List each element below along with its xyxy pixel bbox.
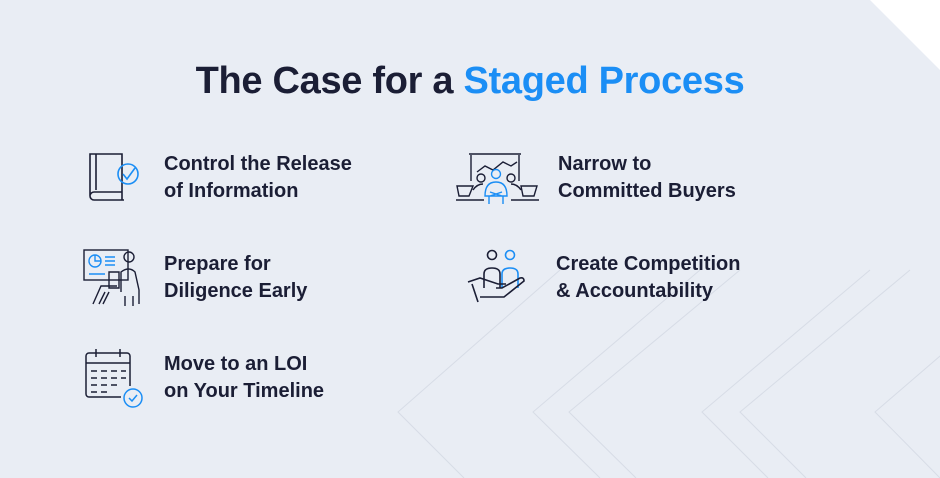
benefit-control-release: Control the Release of Information — [80, 148, 352, 208]
text: Move to an LOI — [164, 353, 308, 375]
text: Committed Buyers — [558, 180, 736, 202]
presentation-audience-icon — [454, 148, 540, 208]
benefit-narrow-buyers: Narrow to Committed Buyers — [454, 148, 736, 208]
presenter-dashboard-icon — [80, 248, 144, 308]
corner-accent — [870, 0, 940, 70]
benefit-label: Narrow to Committed Buyers — [558, 151, 736, 205]
text: Staged Process — [463, 60, 745, 102]
text: on Your Timeline — [164, 380, 325, 402]
text: & Accountability — [556, 280, 714, 302]
benefit-move-to-loi: Move to an LOI on Your Timeline — [80, 348, 324, 408]
text: The Case for a — [195, 60, 464, 102]
text: Diligence Early — [164, 280, 308, 302]
page-title: The Case for a Staged Process — [0, 60, 940, 103]
text: of Information — [164, 180, 299, 202]
benefit-label: Control the Release of Information — [164, 151, 352, 205]
book-check-icon — [80, 148, 144, 208]
people-in-hand-icon — [465, 248, 529, 308]
text: Create Competition — [556, 253, 741, 275]
text: Control the Release — [164, 153, 352, 175]
benefit-create-competition: Create Competition & Accountability — [465, 248, 740, 308]
calendar-check-icon — [80, 348, 144, 408]
text: Narrow to — [558, 153, 652, 175]
benefit-label: Create Competition & Accountability — [556, 251, 740, 305]
benefit-label: Move to an LOI on Your Timeline — [164, 351, 324, 405]
text: Prepare for — [164, 253, 271, 275]
